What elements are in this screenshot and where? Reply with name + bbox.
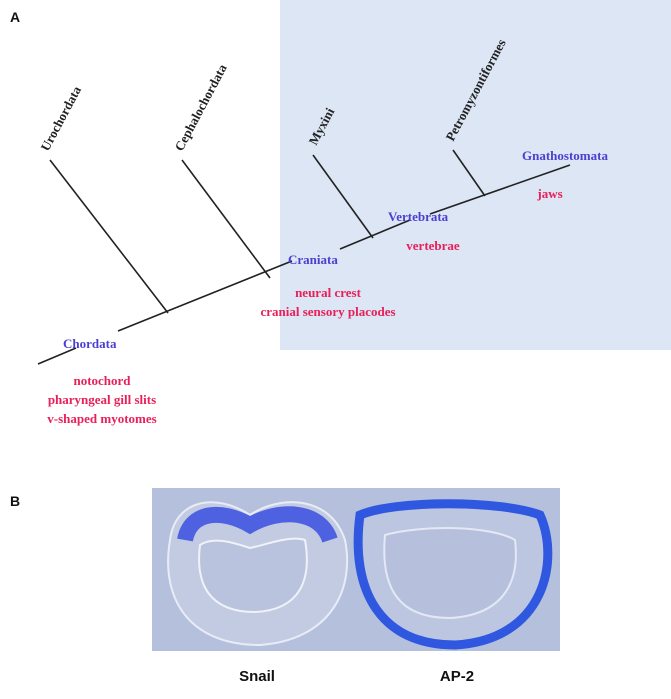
trait-pharyngeal-gill-slits: pharyngeal gill slits xyxy=(48,392,156,407)
branch-cephalochordata xyxy=(181,159,271,279)
caption-ap2: AP-2 xyxy=(440,668,474,685)
clade-gnathostomata: Gnathostomata xyxy=(522,148,608,163)
taxon-cephalochordata: Cephalochordata xyxy=(171,61,230,153)
caption-snail: Snail xyxy=(239,668,275,685)
trunk-vertebrata xyxy=(429,164,571,215)
snail-section xyxy=(167,501,349,647)
taxon-urochordata: Urochordata xyxy=(37,83,84,153)
trunk-craniata xyxy=(339,219,411,250)
clade-vertebrata: Vertebrata xyxy=(388,209,449,224)
trait-notochord: notochord xyxy=(73,373,131,388)
ap2-section xyxy=(353,499,553,650)
branch-myxini xyxy=(312,154,374,239)
branch-petromyzontiformes xyxy=(452,149,486,197)
branch-urochordata xyxy=(49,159,169,314)
phylogenetic-tree xyxy=(37,149,571,365)
trait-neural-crest: neural crest xyxy=(295,285,361,300)
trait-v-shaped-myotomes: v-shaped myotomes xyxy=(47,411,156,426)
clade-chordata: Chordata xyxy=(63,336,117,351)
embryo-section-image xyxy=(152,488,560,651)
trait-vertebrae: vertebrae xyxy=(406,238,460,253)
trunk-root xyxy=(37,347,77,365)
trait-jaws: jaws xyxy=(536,186,562,201)
panel-a-label: A xyxy=(10,9,20,25)
panel-b-label: B xyxy=(10,493,20,509)
clade-craniata: Craniata xyxy=(288,252,338,267)
trunk-chordata xyxy=(117,260,293,332)
trait-cranial-sensory-placodes: cranial sensory placodes xyxy=(260,304,395,319)
vertebrate-highlight-region xyxy=(280,0,671,350)
